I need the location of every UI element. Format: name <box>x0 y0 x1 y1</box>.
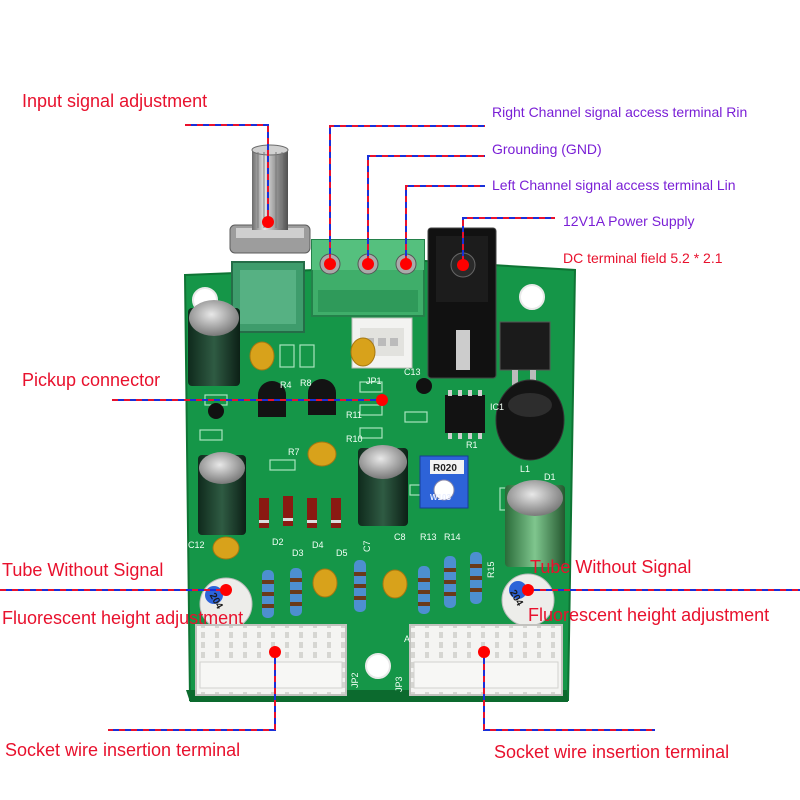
ic-chip <box>445 395 485 433</box>
label-left-channel: Left Channel signal access terminal Lin <box>492 177 736 193</box>
label-tube-right: Tube Without Signal <box>530 557 692 577</box>
marker-pickup <box>376 394 388 406</box>
marker-power <box>457 259 469 271</box>
silk-r14: R14 <box>444 532 461 542</box>
silk-d1: D1 <box>544 472 556 482</box>
marker-lin <box>400 258 412 270</box>
silk-l1: L1 <box>520 464 530 474</box>
ceramic-capacitors <box>212 337 408 599</box>
silk-ic1: IC1 <box>490 402 504 412</box>
silk-r8: R8 <box>300 378 312 388</box>
silk-r020: R020 <box>433 463 457 474</box>
label-power-supply: 12V1A Power Supply <box>563 213 695 229</box>
label-pickup: Pickup connector <box>22 370 161 390</box>
diodes <box>259 496 341 528</box>
leader-lines <box>0 124 800 731</box>
marker-socket-right <box>478 646 490 658</box>
label-dc-terminal: DC terminal field 5.2 * 2.1 <box>563 250 723 266</box>
marker-rin <box>324 258 336 270</box>
label-fluor-right: Fluorescent height adjustment <box>528 605 770 625</box>
voltage-regulator <box>499 321 551 390</box>
board-silkscreen: JP1 JP2 JP3 A C13 C12 IC1 L1 D1 R1 R4 R8… <box>188 367 556 692</box>
label-tube-left: Tube Without Signal <box>2 560 164 580</box>
marker-gnd <box>362 258 374 270</box>
silk-r7: R7 <box>288 447 300 457</box>
inductor <box>495 379 565 461</box>
marker-tube-left <box>220 584 232 596</box>
marker-socket-left <box>269 646 281 658</box>
silk-r1: R1 <box>466 440 478 450</box>
silk-d2: D2 <box>272 537 284 547</box>
silk-c13: C13 <box>404 367 421 377</box>
silk-r13: R13 <box>420 532 437 542</box>
label-right-channel: Right Channel signal access terminal Rin <box>492 104 748 120</box>
marker-input <box>262 216 274 228</box>
capacitor-right <box>505 480 565 567</box>
label-fluor-left: Fluorescent height adjustment <box>2 608 244 628</box>
silk-r10: R10 <box>346 434 363 444</box>
silk-c8: C8 <box>394 532 406 542</box>
silk-d3: D3 <box>292 548 304 558</box>
silk-jp3: JP3 <box>394 676 404 692</box>
silk-a: A <box>404 634 410 644</box>
silk-d4: D4 <box>312 540 324 550</box>
silk-c7: C7 <box>362 540 372 552</box>
silk-r11: R11 <box>346 410 362 420</box>
label-socket-right: Socket wire insertion terminal <box>494 742 730 762</box>
silk-d5: D5 <box>336 548 348 558</box>
capacitor-left-top <box>188 300 240 386</box>
silk-c12: C12 <box>188 540 205 550</box>
silk-r4: R4 <box>280 380 292 390</box>
callout-markers <box>220 216 534 658</box>
label-socket-left: Socket wire insertion terminal <box>5 740 241 760</box>
potentiometer <box>229 144 311 333</box>
label-grounding: Grounding (GND) <box>492 141 602 157</box>
silk-jp1: JP1 <box>366 376 382 386</box>
capacitor-center <box>358 445 408 526</box>
silk-w103: W103 <box>430 493 451 502</box>
socket-header-right <box>409 624 563 696</box>
capacitor-left-mid <box>198 452 246 535</box>
silk-jp2: JP2 <box>350 672 360 688</box>
resistors <box>262 552 482 618</box>
socket-header-left <box>195 624 347 696</box>
marker-tube-right <box>522 584 534 596</box>
label-input-signal: Input signal adjustment <box>22 91 208 111</box>
silk-r15: R15 <box>486 561 496 578</box>
